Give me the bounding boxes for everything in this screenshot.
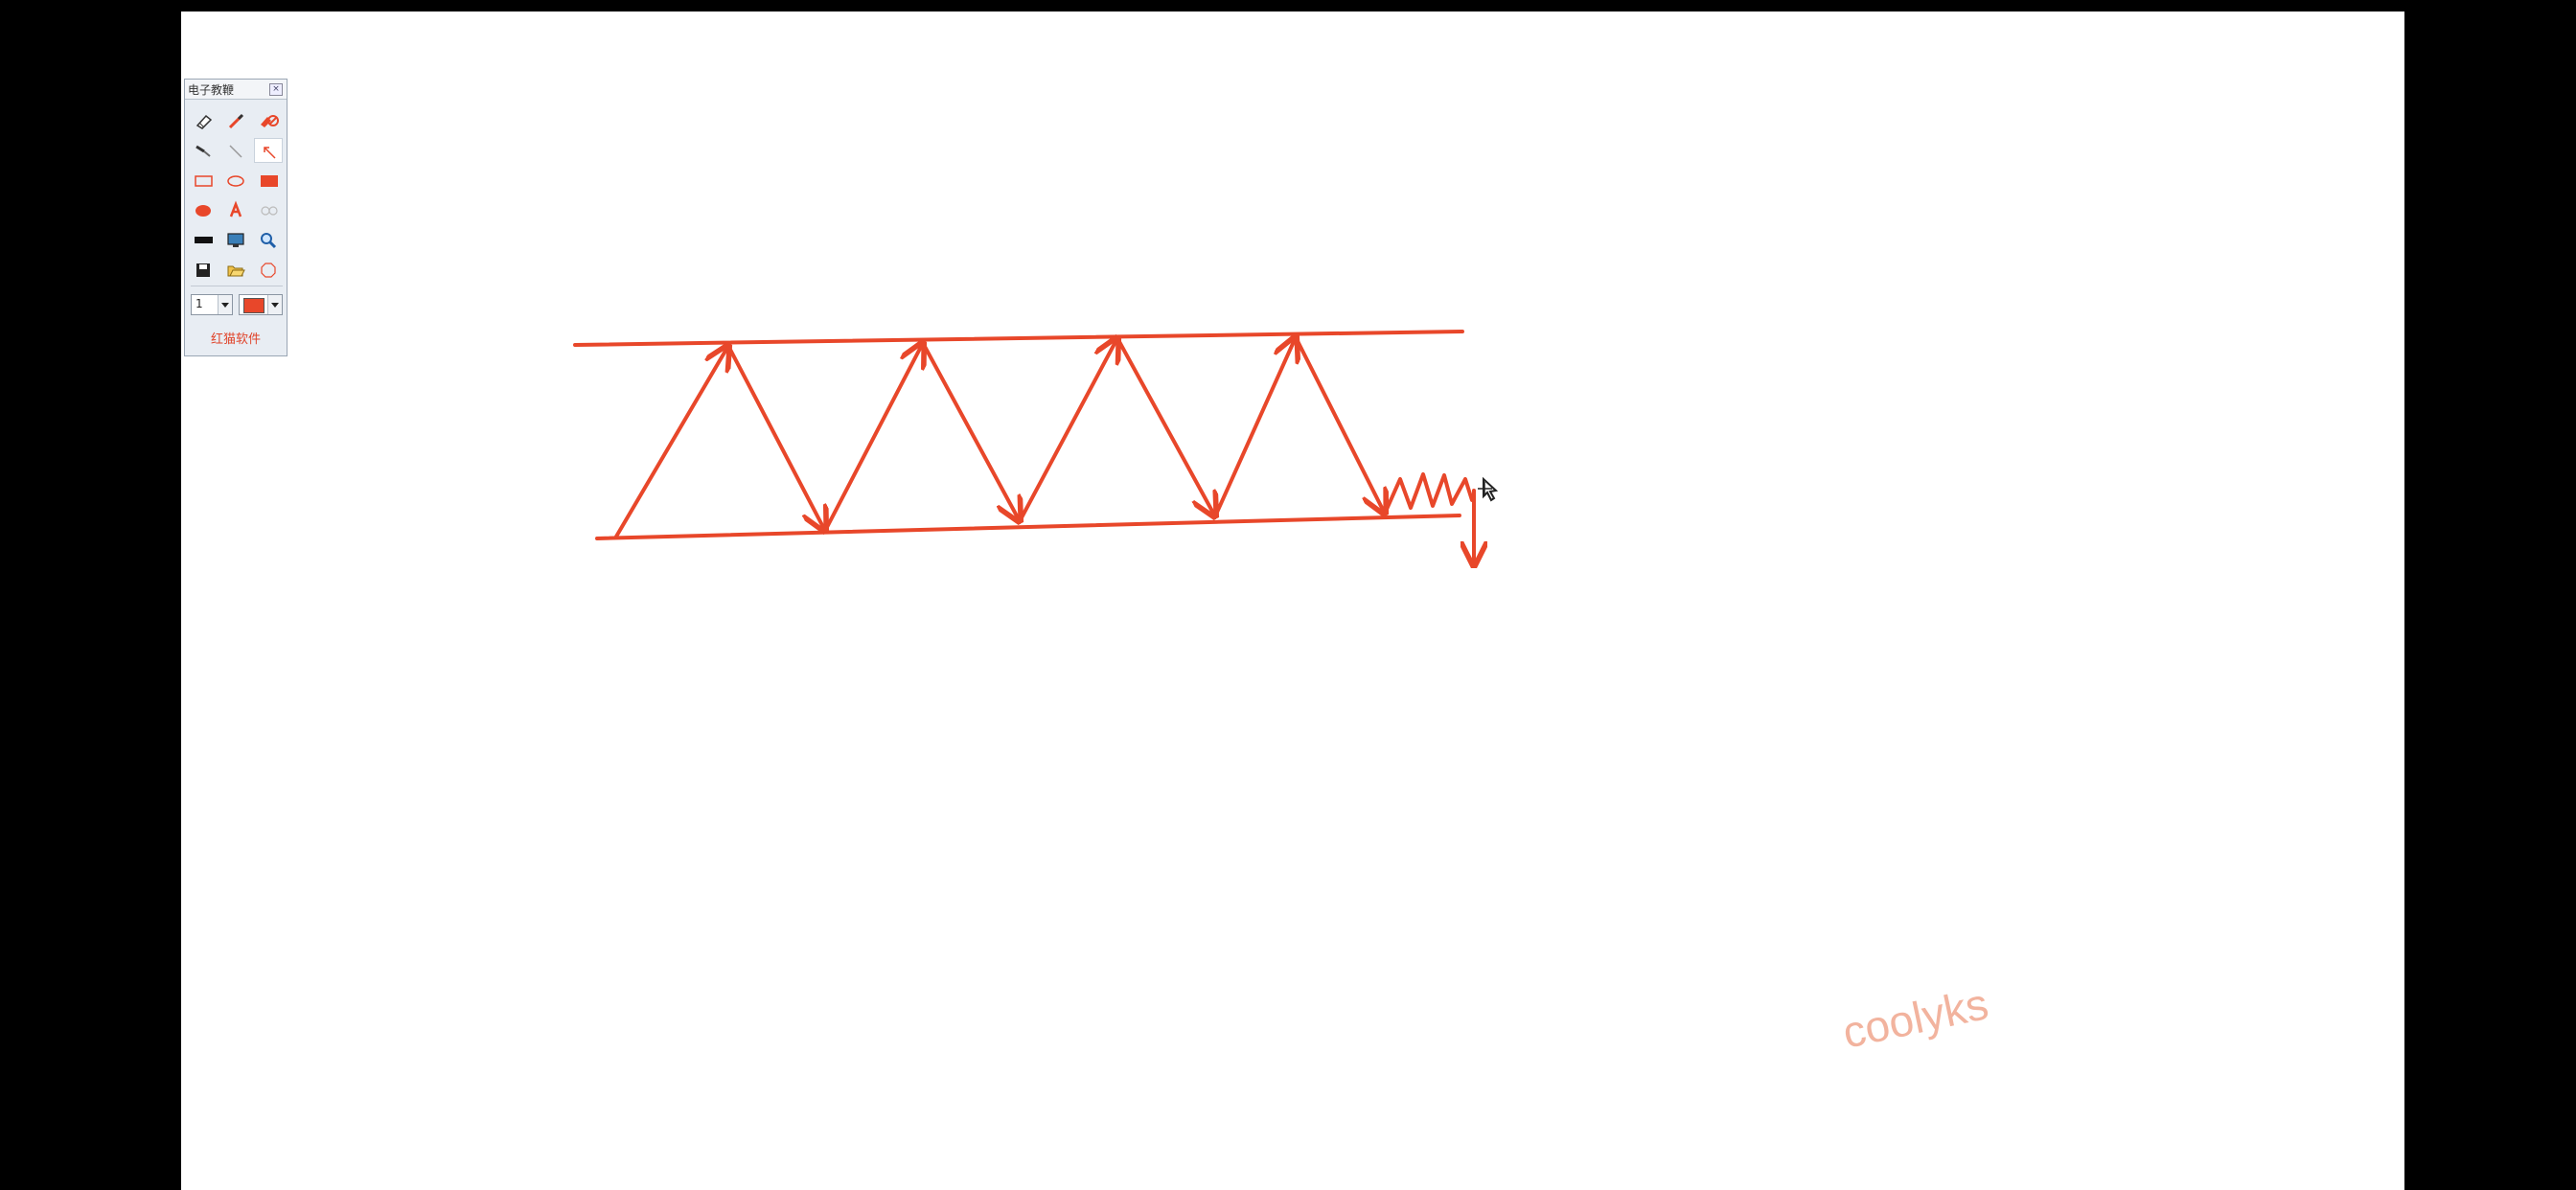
filled-ellipse-icon: [196, 205, 211, 217]
line-width-select[interactable]: 1: [191, 294, 233, 315]
save-tool[interactable]: [189, 257, 218, 282]
toolbar-title: 电子教鞭: [188, 83, 235, 97]
annotation-drawing: [573, 330, 1474, 565]
monitor-icon: [227, 233, 244, 247]
brush-icon: [196, 145, 211, 157]
line-icon: [229, 145, 242, 158]
zigzag-arrow-4: [921, 341, 1020, 521]
zigzag-arrow-6: [1116, 336, 1215, 516]
channel-lower-line: [595, 514, 1461, 540]
pen-color-select[interactable]: [239, 294, 283, 315]
rectangle-tool[interactable]: [189, 168, 218, 193]
filled-ellipse-tool[interactable]: [189, 197, 218, 222]
blackboard-tool[interactable]: [189, 227, 218, 252]
zigzag-arrow-5: [1018, 338, 1117, 523]
screen-area[interactable]: [181, 11, 2404, 1190]
save-icon: [196, 263, 210, 277]
zigzag-arrow-7: [1213, 337, 1296, 518]
folder-icon: [227, 265, 245, 277]
screen-capture-tool[interactable]: [221, 227, 250, 252]
arrow-icon: [264, 147, 276, 159]
filled-rectangle-icon: [261, 175, 278, 187]
eraser-icon: [196, 114, 213, 129]
ellipse-tool[interactable]: [221, 168, 250, 193]
zigzag-arrow-1: [614, 346, 728, 538]
chevron-down-icon[interactable]: [267, 295, 282, 314]
clear-icon: [261, 115, 279, 127]
arrow-tool[interactable]: [254, 138, 283, 163]
line-width-value: 1: [196, 297, 203, 310]
color-swatch: [243, 298, 264, 313]
text-tool[interactable]: [221, 197, 250, 222]
mouse-cursor: [1478, 476, 1499, 502]
clear-tool[interactable]: [254, 108, 283, 133]
small-zigzag-squiggle: [1383, 472, 1474, 515]
toolbar-title-bar[interactable]: 电子教鞭 ×: [185, 80, 287, 100]
spotlight-icon: [261, 206, 278, 216]
rectangle-icon: [195, 175, 213, 187]
line-tool[interactable]: [221, 138, 250, 163]
channel-upper-line: [573, 330, 1464, 347]
pen-icon: [228, 113, 244, 129]
magnifier-icon: [261, 233, 277, 249]
exit-icon: [261, 263, 276, 278]
chevron-down-icon[interactable]: [218, 295, 232, 314]
brush-tool[interactable]: [189, 138, 218, 163]
zoom-tool[interactable]: [254, 227, 283, 252]
filled-rectangle-tool[interactable]: [254, 168, 283, 193]
blackboard-icon: [195, 237, 213, 243]
close-button[interactable]: ×: [269, 83, 283, 96]
eraser-tool[interactable]: [189, 108, 218, 133]
zigzag-arrow-8: [1294, 335, 1385, 514]
ellipse-icon: [227, 175, 244, 187]
open-tool[interactable]: [221, 257, 250, 282]
drawing-canvas[interactable]: [181, 11, 2404, 1190]
zigzag-arrow-3: [823, 343, 923, 533]
exit-tool[interactable]: [254, 257, 283, 282]
pen-tool[interactable]: [221, 108, 250, 133]
electronic-pointer-toolbar[interactable]: 电子教鞭 ×: [184, 79, 288, 356]
brand-label: 红猫软件: [210, 332, 261, 347]
text-icon: [229, 200, 242, 217]
zigzag-arrow-2: [726, 344, 825, 531]
spotlight-tool[interactable]: [254, 197, 283, 222]
